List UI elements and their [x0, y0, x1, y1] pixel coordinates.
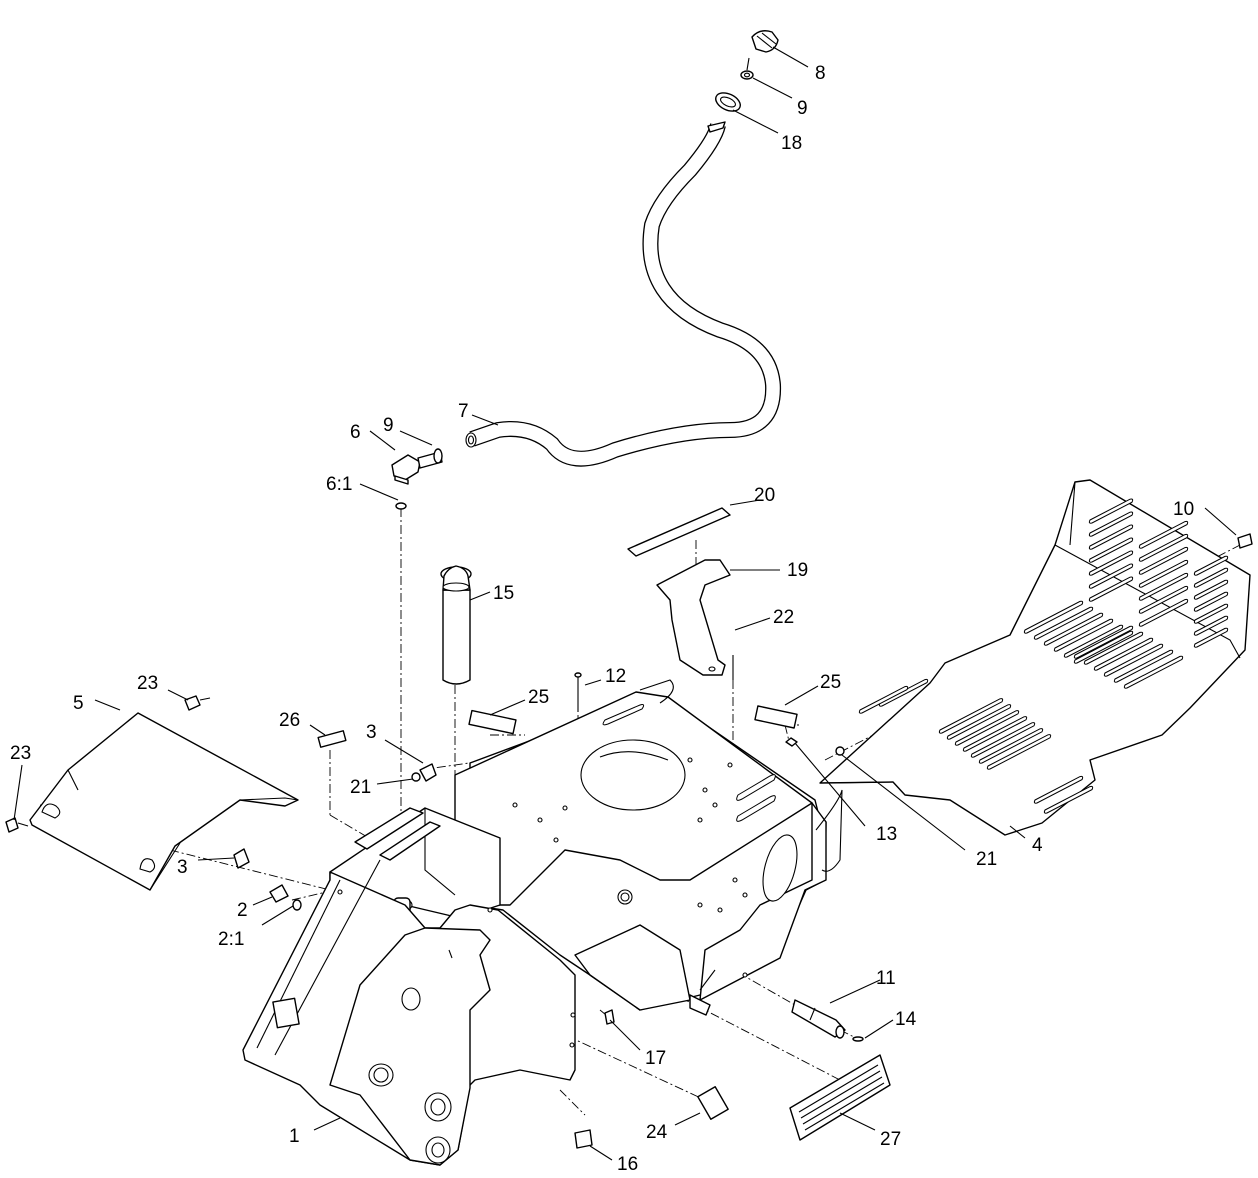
callout-4: 4	[1032, 835, 1043, 856]
vent-slot	[962, 716, 1028, 752]
callout-5: 5	[73, 693, 84, 714]
callout-9-lower: 9	[383, 415, 394, 436]
decal-24	[697, 1086, 729, 1120]
vent-slot	[1193, 567, 1229, 588]
filler-cap-assembly	[715, 30, 779, 112]
vent-slot	[1193, 591, 1229, 612]
mounting-bracket	[627, 507, 734, 680]
callout-9-upper: 9	[797, 98, 808, 119]
vent-slot	[1193, 579, 1229, 600]
vent-slot	[1113, 649, 1174, 683]
callout-3-lower: 3	[177, 857, 188, 878]
callout-labels: 1 2 2:1 3 3 4 5 6 6:1 7 8 9 9 10 11 12 1…	[10, 63, 1194, 1175]
vent-slot	[1088, 576, 1134, 602]
vent-slot	[1088, 498, 1134, 524]
vent-slot	[858, 685, 909, 714]
guard-slots	[858, 498, 1229, 814]
right-deck-guard	[819, 479, 1251, 836]
fill-hose	[465, 121, 782, 467]
callout-22: 22	[773, 607, 794, 628]
vent-slot	[1103, 643, 1164, 677]
decal-26	[317, 730, 347, 748]
vent-slot	[1073, 630, 1134, 664]
decal-25-left	[468, 709, 517, 735]
vent-slot	[1138, 546, 1189, 575]
vent-slot	[1033, 606, 1094, 640]
callout-2-1: 2:1	[218, 929, 244, 950]
vent-slot	[978, 728, 1044, 764]
vent-slot	[878, 678, 929, 707]
vent-slot	[1093, 637, 1154, 671]
callout-7: 7	[458, 401, 469, 422]
elbow-fitting	[391, 448, 443, 510]
callout-3-upper: 3	[366, 722, 377, 743]
vent-slot	[1033, 775, 1084, 804]
main-frame	[242, 679, 843, 1166]
left-cover	[29, 712, 299, 891]
vent-slot	[1138, 533, 1189, 562]
callout-25-right: 25	[820, 672, 841, 693]
callout-13: 13	[876, 824, 897, 845]
callout-23-top: 23	[137, 673, 158, 694]
vent-slot	[1088, 550, 1134, 576]
vent-slot	[1138, 559, 1189, 588]
callout-21-left: 21	[350, 777, 371, 798]
vent-slot	[938, 698, 1004, 734]
vent-slot	[1193, 615, 1229, 636]
hardware	[5, 533, 1253, 1149]
callout-15: 15	[493, 583, 514, 604]
callout-16: 16	[617, 1154, 638, 1175]
vent-slot	[1023, 600, 1084, 634]
callout-20: 20	[754, 485, 775, 506]
vent-slot	[1088, 524, 1134, 550]
callout-27: 27	[880, 1129, 901, 1150]
vent-slot	[1138, 598, 1189, 627]
vent-slot	[1088, 537, 1134, 563]
vent-slot	[1193, 627, 1229, 648]
vent-slot	[1043, 785, 1094, 814]
callout-2: 2	[237, 900, 248, 921]
callout-11: 11	[876, 968, 896, 989]
vent-slot	[1088, 563, 1134, 589]
callout-19: 19	[787, 560, 808, 581]
vent-slot	[1138, 572, 1189, 601]
vent-slot	[1123, 655, 1184, 689]
vent-slot	[1073, 625, 1134, 659]
callout-23-left: 23	[10, 743, 31, 764]
vent-slot	[1043, 612, 1104, 646]
pivot-pin	[791, 999, 864, 1042]
callout-18: 18	[781, 133, 802, 154]
callout-17: 17	[645, 1048, 666, 1069]
callout-14: 14	[895, 1009, 917, 1030]
vent-slot	[970, 722, 1036, 758]
vent-slot	[1193, 555, 1229, 576]
vent-slot	[1088, 511, 1134, 537]
callout-25-left: 25	[528, 687, 549, 708]
callout-1: 1	[289, 1126, 300, 1147]
vent-slot	[1138, 585, 1189, 614]
decal-25-right	[754, 705, 798, 729]
callout-12: 12	[605, 666, 626, 687]
vent-slot	[954, 710, 1020, 746]
vent-slot	[1063, 624, 1124, 658]
vent-slot	[1138, 520, 1189, 549]
deck-holes	[337, 757, 748, 1048]
callout-leaders	[13, 46, 1237, 1161]
callout-10: 10	[1173, 499, 1194, 520]
fuel-strainer	[440, 565, 472, 685]
vent-slot	[986, 734, 1052, 770]
callout-8: 8	[815, 63, 826, 84]
callout-26: 26	[279, 710, 300, 731]
callout-6-1: 6:1	[326, 474, 352, 495]
vent-slot	[1053, 618, 1114, 652]
callout-21-right: 21	[976, 849, 997, 870]
vent-slot	[1083, 631, 1144, 665]
vent-slot	[946, 704, 1012, 740]
vent-slot	[1193, 603, 1229, 624]
callout-24: 24	[646, 1122, 668, 1143]
callout-6: 6	[350, 422, 361, 443]
decal-27	[789, 1054, 891, 1141]
